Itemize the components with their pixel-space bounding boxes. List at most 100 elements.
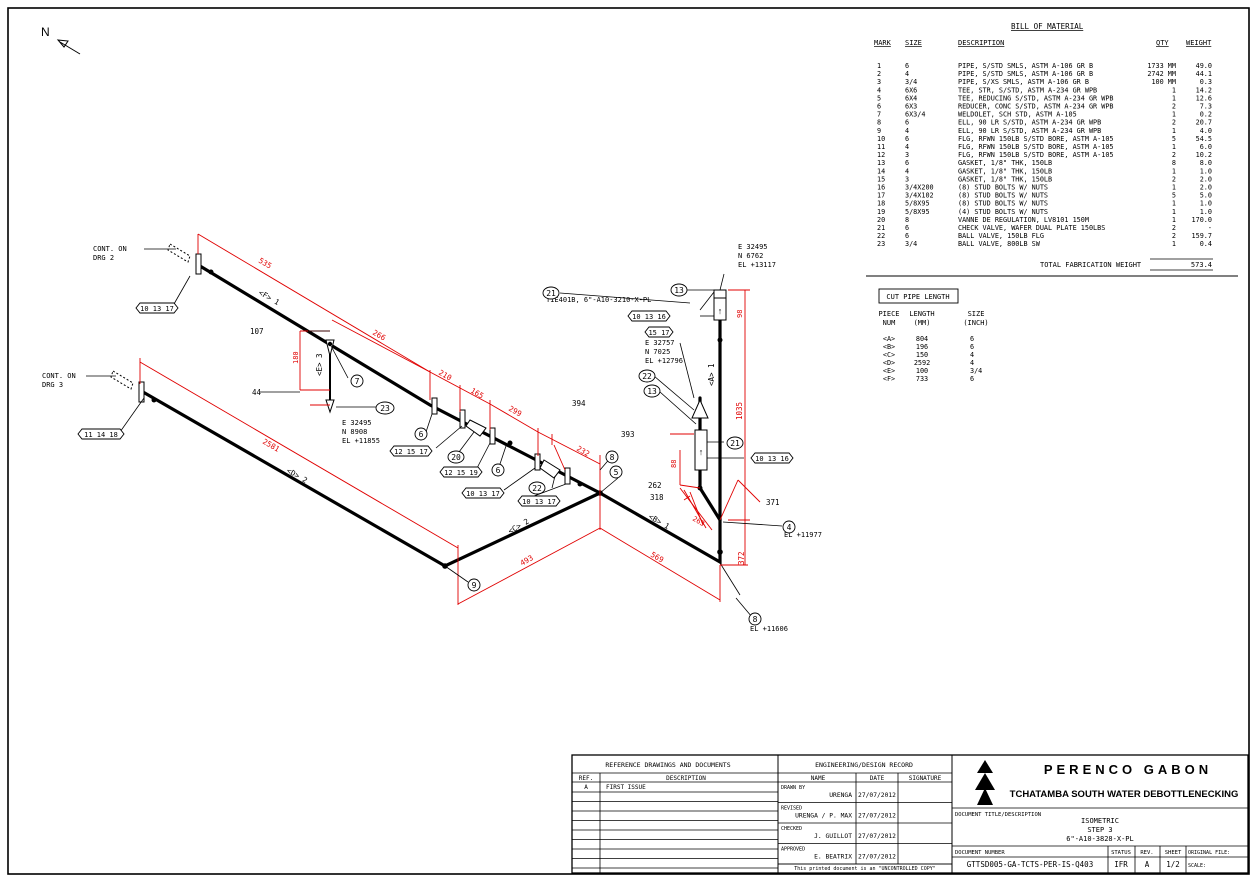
eng-row-date: 27/07/2012 <box>858 854 896 861</box>
bom-row-weight: 0.4 <box>1200 240 1212 248</box>
cut-row-piece: <E> <box>883 367 895 375</box>
bom-row-description: VANNE DE REGULATION, LV8101 150M <box>958 216 1089 224</box>
bubble-23: 23 <box>375 401 395 415</box>
bom-row-size: 5/8X95 <box>905 200 930 208</box>
bom-row-weight: 7.3 <box>1200 103 1212 111</box>
elevation-4: EL +11977 <box>784 531 822 539</box>
bom-row-qty: 2 <box>1172 119 1176 127</box>
uncontrolled-note: This printed document is an "UNCONTROLLE… <box>794 866 935 872</box>
callout-10-13-16-a: 10 13 16 <box>627 310 671 322</box>
bom-row-qty: 2 <box>1172 232 1176 240</box>
cut-row-size: 3/4 <box>970 367 982 375</box>
scale-label: SCALE: <box>1188 863 1206 869</box>
bom-row-weight: 1.0 <box>1200 208 1212 216</box>
bom-row-size: 3 <box>905 175 909 183</box>
bom-row-mark: 21 <box>877 224 885 232</box>
dim-1035: 1035 <box>735 402 744 420</box>
rev-label: REV. <box>1140 850 1153 856</box>
ref-row-a: A <box>584 784 588 791</box>
pipe-label-e: <E> 3 <box>315 353 324 376</box>
bom-row-description: (8) STUD BOLTS W/ NUTS <box>958 184 1048 192</box>
svg-text:6: 6 <box>419 430 424 439</box>
cut-row-length: 196 <box>916 343 928 351</box>
bom-row-mark: 17 <box>877 192 885 200</box>
bom-row-mark: 12 <box>877 151 885 159</box>
bom-row-qty: 1 <box>1172 167 1176 175</box>
bom-row-size: 8 <box>905 216 909 224</box>
eng-row-role: REVISED <box>781 806 802 812</box>
bom-row-size: 6 <box>905 232 909 240</box>
bom-row-size: 6 <box>905 224 909 232</box>
svg-text:↑: ↑ <box>699 447 704 457</box>
isometric-piping: ↑ ↑ <box>42 233 822 633</box>
bom-row-mark: 8 <box>877 119 881 127</box>
bom-row-qty: 2742 MM <box>1147 70 1176 78</box>
bom-header-weight: WEIGHT <box>1186 39 1212 47</box>
callout-10-13-17-a: 10 13 17 <box>135 302 179 314</box>
svg-text:21: 21 <box>546 289 556 298</box>
status-value: IFR <box>1114 860 1128 869</box>
cut-row-length: 804 <box>916 335 928 343</box>
eng-row-name: URENGA <box>829 792 852 799</box>
bom-row-weight: 10.2 <box>1196 151 1212 159</box>
rev-value: A <box>1145 860 1150 869</box>
bill-of-material: BILL OF MATERIAL MARK SIZE DESCRIPTION Q… <box>866 22 1238 277</box>
eng-title: ENGINEERING/DESIGN RECORD <box>815 761 913 769</box>
dim-180: 180 <box>292 351 300 364</box>
bubble-13b: 13 <box>643 384 661 398</box>
coord-weldolet-el: EL +11855 <box>342 437 380 445</box>
bom-row-qty: 1 <box>1172 94 1176 102</box>
eng-col-name: NAME <box>811 775 826 782</box>
bom-row-description: FLG, RFWN 150LB S/STD BORE, ASTM A-105 <box>958 143 1114 151</box>
eng-row-role: CHECKED <box>781 826 802 832</box>
bom-row-mark: 4 <box>877 86 881 94</box>
cut-row-piece: <A> <box>883 335 895 343</box>
bom-row-mark: 15 <box>877 175 885 183</box>
bom-row-mark: 9 <box>877 127 881 135</box>
bom-row-size: 3/4 <box>905 240 917 248</box>
bom-row-qty: 1 <box>1172 86 1176 94</box>
callout-10-13-17-c: 10 13 17 <box>517 495 561 507</box>
coord-valve-el: EL +12796 <box>645 357 683 365</box>
dim-210: 210 <box>437 368 454 383</box>
bom-row-description: (4) STUD BOLTS W/ NUTS <box>958 208 1048 216</box>
dim-98: 98 <box>736 310 744 318</box>
dim-372: 372 <box>737 551 746 565</box>
bom-row-description: GASKET, 1/8" THK, 150LB <box>958 159 1052 167</box>
callout-10-13-16-b: 10 13 16 <box>750 452 794 464</box>
ref-row-a-desc: FIRST ISSUE <box>606 784 646 791</box>
bom-total-label: TOTAL FABRICATION WEIGHT <box>1040 261 1142 269</box>
item-bubbles: 7 23 6 20 6 22 8 5 9 4 8 21 13 22 13 21 <box>350 283 796 626</box>
bom-row-description: ELL, 90 LR S/STD, ASTM A-234 GR WPB <box>958 119 1101 127</box>
dim-569: 569 <box>649 550 665 565</box>
sheet-value: 1/2 <box>1166 860 1180 869</box>
bubble-8b: 8 <box>748 612 762 626</box>
bom-row-qty: 1 <box>1172 111 1176 119</box>
bubble-5: 5 <box>609 465 623 479</box>
bom-row-description: BALL VALVE, 150LB FLG <box>958 232 1044 240</box>
cut-row-piece: <F> <box>883 375 895 383</box>
bom-row-qty: 1 <box>1172 143 1176 151</box>
bom-row-mark: 19 <box>877 208 885 216</box>
svg-text:22: 22 <box>642 372 652 381</box>
bom-row-qty: 100 MM <box>1151 78 1176 86</box>
eng-row-date: 27/07/2012 <box>858 833 896 840</box>
bom-row-weight: 44.1 <box>1196 70 1212 78</box>
bom-row-qty: 1 <box>1172 127 1176 135</box>
svg-text:10 13 16: 10 13 16 <box>632 313 666 321</box>
bom-row-weight: 4.0 <box>1200 127 1212 135</box>
cut-pipe-length-table: CUT PIPE LENGTH PIECE LENGTH SIZE NUM (M… <box>878 288 989 383</box>
bom-header-size: SIZE <box>905 39 922 47</box>
svg-text:4: 4 <box>787 523 792 532</box>
callout-11-14-18: 11 14 18 <box>77 428 125 440</box>
bom-row-weight: 5.0 <box>1200 192 1212 200</box>
bubble-21b: 21 <box>726 436 744 450</box>
company-name: PERENCO GABON <box>1044 762 1212 777</box>
bom-row-weight: 8.0 <box>1200 159 1212 167</box>
bom-row-description: GASKET, 1/8" THK, 150LB <box>958 167 1052 175</box>
bom-row-mark: 18 <box>877 200 885 208</box>
bom-header-mark: MARK <box>874 39 892 47</box>
cut-row-length: 100 <box>916 367 928 375</box>
bom-row-qty: 1733 MM <box>1147 62 1176 70</box>
eng-row-name: E. BEATRIX <box>814 854 852 861</box>
